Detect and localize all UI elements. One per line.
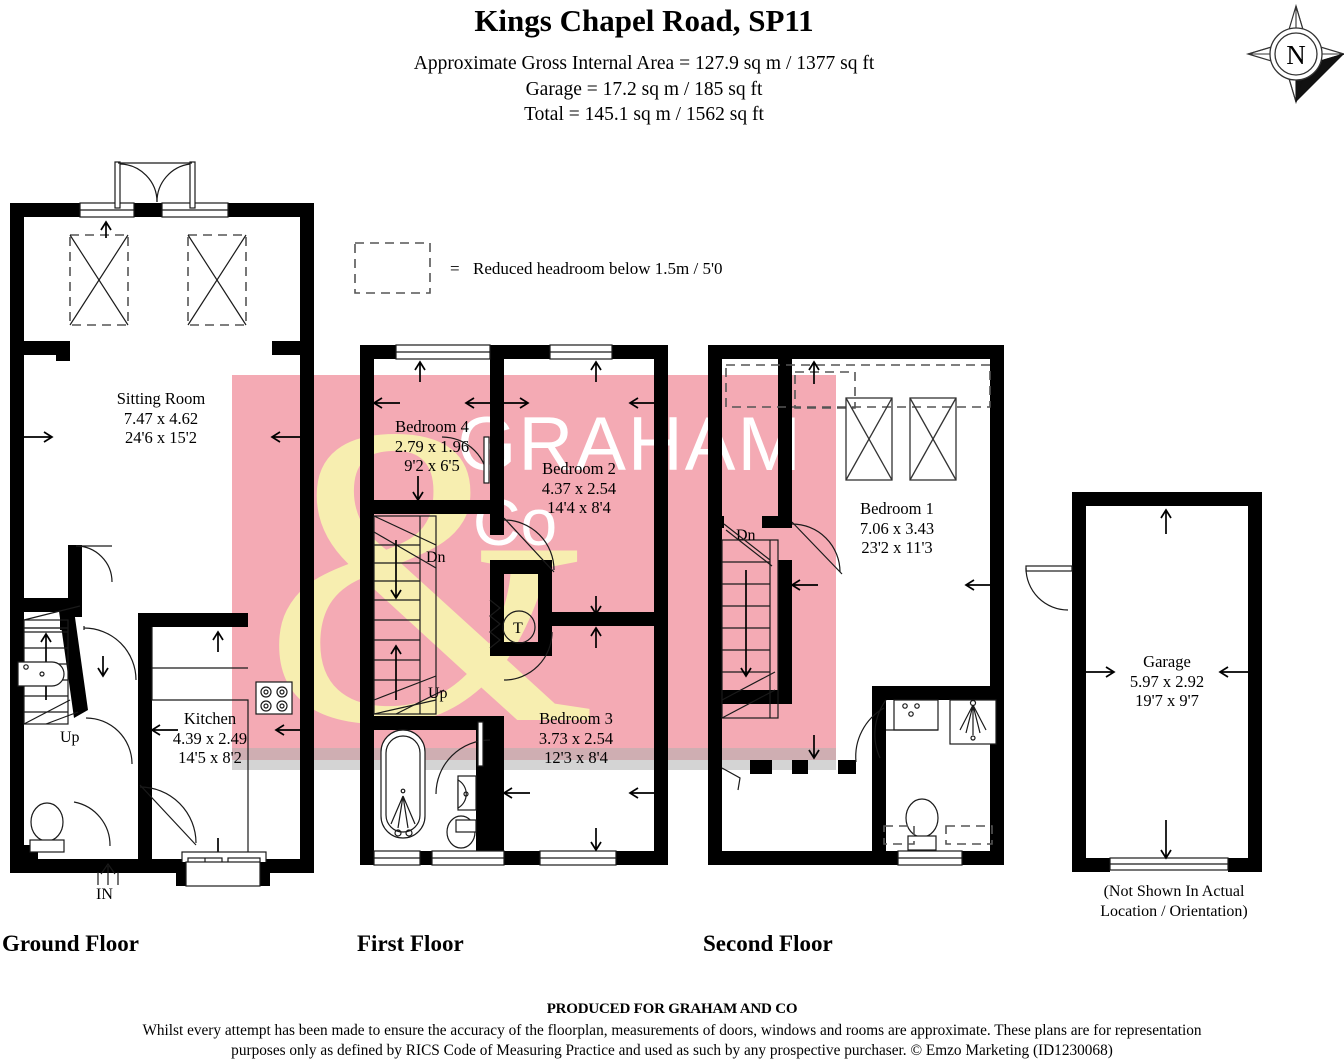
kitchen-imperial: 14'5 x 8'2 xyxy=(178,748,242,767)
bedroom4-name: Bedroom 4 xyxy=(395,417,469,436)
area-line-garage: Garage = 17.2 sq m / 185 sq ft xyxy=(526,79,763,100)
stair-dn-label-first: Dn xyxy=(426,549,446,566)
watermark-brand-line2: Co xyxy=(473,485,557,559)
hob-icon xyxy=(255,681,293,715)
header-block: Kings Chapel Road, SP11 Approximate Gros… xyxy=(414,3,875,125)
first-dimension-arrows xyxy=(372,360,654,852)
tank-circle-icon xyxy=(502,610,536,644)
footer-block: PRODUCED FOR GRAHAM AND CO Whilst every … xyxy=(142,1001,1201,1059)
bedroom1-imperial: 23'2 x 11'3 xyxy=(861,538,932,557)
garage-plan: Garage 5.97 x 2.92 19'7 x 9'7 (Not Shown… xyxy=(1025,492,1262,920)
bathroom-basin-icon xyxy=(457,775,477,811)
second-dimension-arrows xyxy=(790,360,990,760)
ensuite-toilet-icon xyxy=(905,798,939,851)
sitting-room-imperial: 24'6 x 15'2 xyxy=(125,428,197,447)
footer-line-2: purposes only as defined by RICS Code of… xyxy=(231,1042,1113,1059)
kitchen-name: Kitchen xyxy=(184,709,236,728)
entrance-in-label: IN xyxy=(96,886,113,903)
garage-walls xyxy=(1072,492,1262,872)
garage-metric: 5.97 x 2.92 xyxy=(1130,672,1204,691)
wardrobe-left xyxy=(845,397,893,481)
area-line-total: Total = 145.1 sq m / 1562 sq ft xyxy=(524,104,764,125)
floor-label-ground: Ground Floor xyxy=(2,931,139,956)
sitting-room-metric: 7.47 x 4.62 xyxy=(124,409,198,428)
second-door-swings xyxy=(721,521,887,791)
ground-kitchen-fittings xyxy=(151,627,293,887)
entrance-marker: IN xyxy=(96,862,119,903)
bedroom3-imperial: 12'3 x 8'4 xyxy=(544,748,608,767)
legend-swatch-dashed-box xyxy=(354,242,431,294)
second-room-labels: Bedroom 1 7.06 x 3.43 23'2 x 11'3 xyxy=(860,499,934,557)
floor-labels: Ground Floor First Floor Second Floor xyxy=(2,931,833,956)
legend-equals: = xyxy=(450,259,460,278)
first-bathroom-fittings xyxy=(380,729,477,849)
kitchen-metric: 4.39 x 2.49 xyxy=(173,729,247,748)
footer-line-1: Whilst every attempt has been made to en… xyxy=(142,1022,1201,1039)
garage-dimension-arrows xyxy=(1086,508,1248,860)
bedroom1-metric: 7.06 x 3.43 xyxy=(860,519,934,538)
bedroom2-name: Bedroom 2 xyxy=(542,459,616,478)
stair-up-label-ground: Up xyxy=(60,729,80,746)
floor-label-first: First Floor xyxy=(357,931,464,956)
floor-label-second: Second Floor xyxy=(703,931,833,956)
first-floor-plan: Dn Up T xyxy=(360,344,668,866)
stair-up-label-first: Up xyxy=(428,685,448,702)
legend-label: Reduced headroom below 1.5m / 5'0 xyxy=(473,259,723,278)
airing-cupboard-tank: T xyxy=(489,599,536,649)
second-floor-windows xyxy=(897,850,963,866)
compass-rose-icon: N xyxy=(1245,3,1344,105)
second-ensuite-fittings xyxy=(883,699,997,851)
compass-north-label: N xyxy=(1286,40,1306,70)
bedroom1-name: Bedroom 1 xyxy=(860,499,934,518)
toilet-icon xyxy=(29,802,65,853)
bedroom4-imperial: 9'2 x 6'5 xyxy=(404,456,459,475)
garage-note-line2: Location / Orientation) xyxy=(1100,903,1248,920)
tank-label: T xyxy=(513,620,523,637)
first-staircase: Dn Up xyxy=(373,515,448,715)
wash-basin-icon xyxy=(17,661,65,687)
ensuite-basin-icon xyxy=(886,699,939,731)
first-floor-walls xyxy=(360,345,668,865)
second-floor-walls xyxy=(708,345,1004,865)
shower-icon xyxy=(949,699,997,745)
garage-note-line1: (Not Shown In Actual xyxy=(1104,883,1245,900)
sitting-room-name: Sitting Room xyxy=(117,389,206,408)
area-line-gross: Approximate Gross Internal Area = 127.9 … xyxy=(414,53,875,74)
ground-floor-plan: Up xyxy=(10,161,314,903)
french-doors-sitting-room xyxy=(114,161,196,209)
first-room-labels: Bedroom 4 2.79 x 1.96 9'2 x 6'5 Bedroom … xyxy=(395,417,616,767)
second-reduced-headroom-boxes xyxy=(725,364,991,409)
ensuite-dashed-left xyxy=(883,825,915,845)
ground-reduced-headroom-boxes xyxy=(69,234,247,326)
bedroom2-imperial: 14'4 x 8'4 xyxy=(547,498,611,517)
stair-dn-label-second: Dn xyxy=(736,527,756,544)
legend-reduced-headroom: = Reduced headroom below 1.5m / 5'0 xyxy=(354,242,723,294)
watermark-brand-line1: GRAHAM xyxy=(457,402,803,487)
bedroom4-metric: 2.79 x 1.96 xyxy=(395,437,469,456)
first-door-swings xyxy=(435,436,555,795)
bath-tub-icon xyxy=(380,729,426,839)
footer-heading: PRODUCED FOR GRAHAM AND CO xyxy=(547,1001,798,1017)
bedroom3-metric: 3.73 x 2.54 xyxy=(539,729,613,748)
garage-name: Garage xyxy=(1143,652,1191,671)
first-floor-windows xyxy=(373,344,617,866)
garage-door-swing xyxy=(1025,565,1073,611)
bedroom2-metric: 4.37 x 2.54 xyxy=(542,479,616,498)
second-wardrobe-boxes xyxy=(845,397,957,481)
second-floor-plan: Dn xyxy=(708,345,1004,866)
ground-room-labels: Sitting Room 7.47 x 4.62 24'6 x 15'2 Kit… xyxy=(117,389,247,767)
wardrobe-right xyxy=(909,397,957,481)
page-title: Kings Chapel Road, SP11 xyxy=(474,3,813,38)
garage-imperial: 19'7 x 9'7 xyxy=(1135,691,1199,710)
ground-wc-fittings xyxy=(17,661,65,853)
bedroom3-name: Bedroom 3 xyxy=(539,709,613,728)
ensuite-dashed-right xyxy=(945,825,993,845)
second-staircase: Dn xyxy=(721,527,779,719)
ground-door-swings xyxy=(73,545,197,847)
bathroom-toilet-icon xyxy=(446,815,477,849)
garage-main-door xyxy=(1109,857,1229,871)
